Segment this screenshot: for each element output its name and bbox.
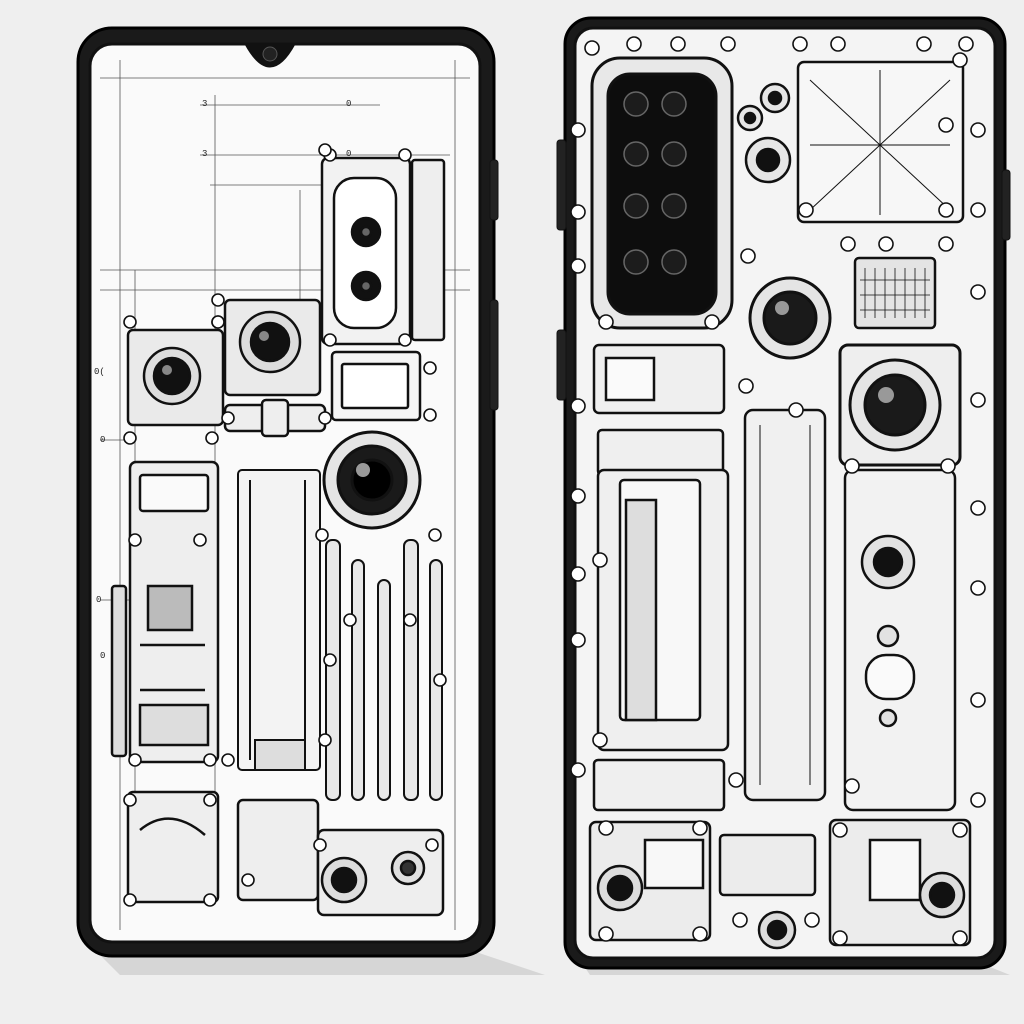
rear-right-lens [838,343,962,467]
front-phone [76,26,545,975]
front-camera-bar [320,156,446,346]
front-small-panel [330,350,422,422]
front-selfie-camera [262,46,278,62]
front-annotation-5: 0( [94,367,105,377]
front-annotation-7: 0 [96,595,102,605]
rear-screws [570,36,986,946]
front-annotation-2: 0 [346,99,352,109]
rear-bottom-row [588,818,972,950]
front-annotation-1: 3 [202,99,208,109]
front-screws [123,143,447,907]
rear-mesh-block [853,256,937,330]
front-annotation-6: 0 [100,435,106,445]
front-left-camera-block [126,328,225,427]
rear-camera-lenses [623,91,687,275]
rear-center-battery [743,408,827,802]
rear-center-lens [748,276,832,360]
front-center-panel [237,469,321,771]
rear-small-lenses [736,82,792,184]
front-annotation-8: 0 [100,651,106,661]
front-side-button-upper [489,159,499,221]
rear-side-button-1 [556,139,567,231]
rear-side-button-2 [556,329,567,401]
rear-left-panels [592,343,730,812]
front-center-camera-block [223,298,322,397]
front-hinge-bar [223,398,327,438]
front-bottom-blocks [126,790,445,917]
front-annotation-3: 3 [202,149,208,159]
front-annotation-4: 0 [346,149,352,159]
rear-side-button-3 [1001,169,1011,241]
rear-right-module [843,468,957,812]
rear-camera-module [590,56,734,330]
rear-top-panel [796,60,965,224]
front-main-lens [322,430,422,530]
rear-phone [556,16,1011,975]
front-side-button-lower [489,299,499,411]
